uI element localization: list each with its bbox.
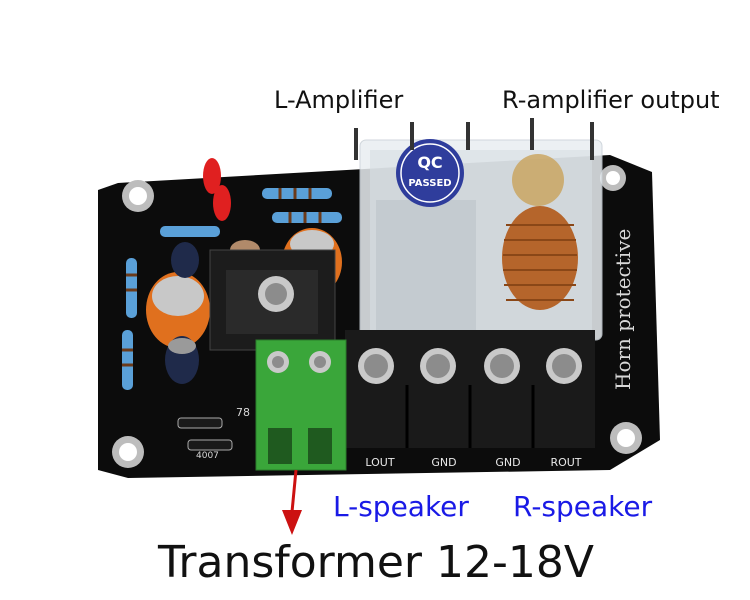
horn-protective-text: Horn protective [611, 229, 635, 390]
speaker-terminal-block: LOUT GND GND ROUT [345, 330, 595, 469]
left-speaker-label: L-speaker [333, 490, 469, 523]
terminal-label-lout: LOUT [365, 456, 394, 469]
terminal-screws [358, 348, 582, 384]
leds [203, 158, 231, 221]
relay-pins [354, 118, 594, 160]
regulator-marking: 78 [236, 406, 250, 419]
power-terminal-block [255, 339, 347, 471]
voltage-regulator: 78 [209, 249, 336, 419]
terminal-label-gnd-1: GND [431, 456, 456, 469]
right-speaker-label: R-speaker [513, 490, 653, 523]
right-amplifier-output-label: R-amplifier output [502, 86, 720, 114]
left-amplifier-label: L-Amplifier [274, 86, 404, 114]
terminal-label-rout: ROUT [550, 456, 581, 469]
passed-text: PASSED [408, 178, 451, 189]
diode-marking: 4007 [196, 451, 219, 461]
qc-passed-sticker: QC PASSED [396, 139, 464, 207]
diodes: 4007 [177, 417, 233, 461]
resistors [122, 188, 342, 390]
arrow-to-transformer [282, 469, 302, 535]
terminal-label-gnd-2: GND [495, 456, 520, 469]
relay-coil [502, 206, 578, 310]
mounting-holes [112, 165, 642, 468]
qc-text: QC [417, 153, 442, 172]
transformer-label: Transformer 12-18V [158, 537, 594, 588]
